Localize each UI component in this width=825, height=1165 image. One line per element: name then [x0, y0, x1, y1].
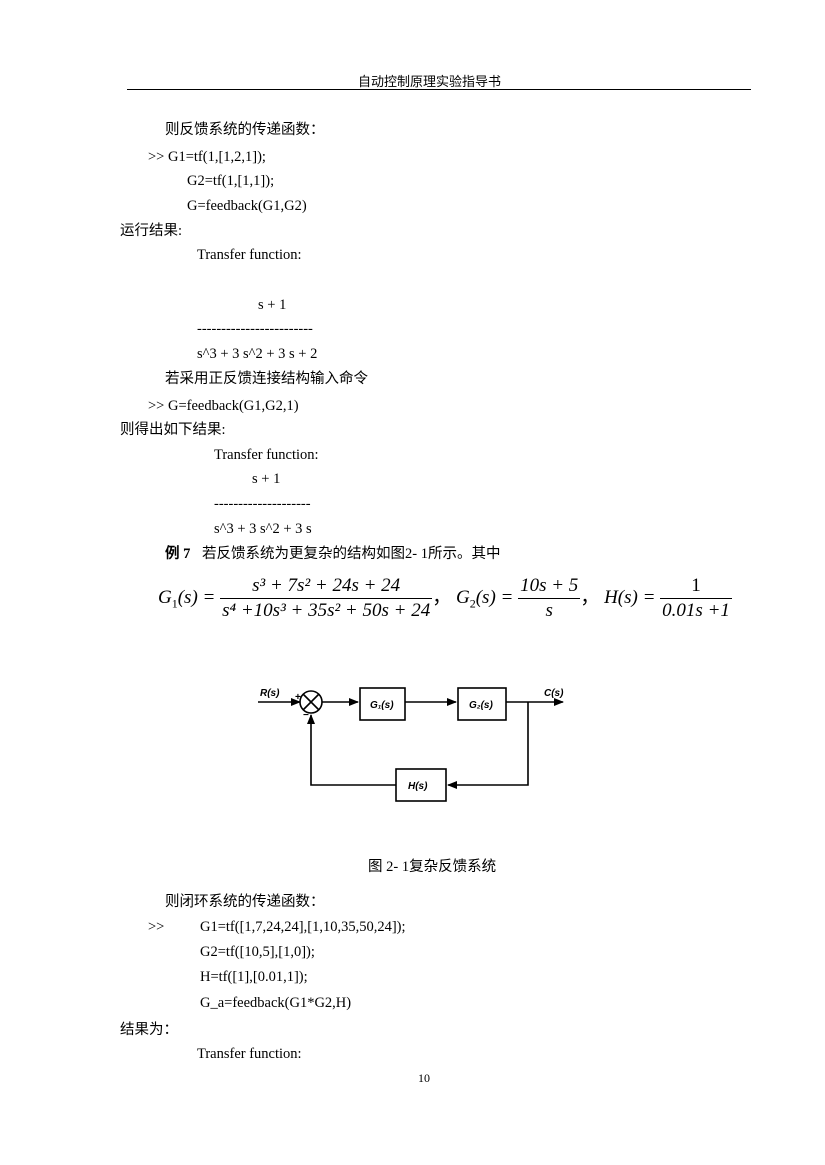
feedback-path-right — [447, 702, 529, 789]
feedback-path-left — [307, 714, 396, 786]
text-line: 运行结果: — [120, 223, 183, 239]
code-prompt: >> — [148, 919, 165, 935]
code-line: >> G1=tf(1,[1,2,1]); — [148, 149, 266, 165]
example-text: 若反馈系统为更复杂的结构如图2- 1所示。其中 — [202, 546, 501, 562]
text-line: 则得出如下结果: — [120, 422, 226, 438]
g1-fraction: s³ + 7s² + 24s + 24 s⁴ +10s³ + 35s² + 50… — [220, 575, 433, 622]
g1-numerator: s³ + 7s² + 24s + 24 — [252, 575, 401, 596]
output-numerator: s + 1 — [252, 471, 281, 487]
g2-arg: (s) = — [475, 586, 514, 608]
h-numerator: 1 — [691, 575, 701, 596]
g1-denominator: s⁴ +10s³ + 35s² + 50s + 24 — [220, 598, 433, 621]
g2-block — [457, 687, 507, 721]
g1-subscript: 1 — [171, 596, 178, 611]
output-line: Transfer function: — [214, 447, 319, 463]
g2-subscript: 2 — [469, 596, 476, 611]
summing-cross — [302, 693, 320, 711]
g2-label: G₂(s) — [469, 700, 493, 711]
code-line: G1=tf([1,7,24,24],[1,10,35,50,24]); — [200, 919, 406, 935]
text-line: 若采用正反馈连接结构输入命令 — [165, 371, 368, 387]
code-line: >> G=feedback(G1,G2,1) — [148, 398, 299, 414]
g1-block — [359, 687, 406, 721]
plus-sign: + — [295, 692, 301, 703]
header-rule — [127, 89, 751, 90]
minus-sign: − — [303, 710, 309, 721]
g2-fraction: 10s + 5 s — [518, 575, 581, 622]
code-line: G_a=feedback(G1*G2,H) — [200, 995, 352, 1011]
output-line: Transfer function: — [197, 1046, 302, 1062]
code-line: G2=tf([10,5],[1,0]); — [200, 944, 315, 960]
example-label: 例 7 — [165, 546, 191, 562]
block-diagram: R(s) C(s) G₁(s) G₂(s) H(s) + − — [258, 687, 564, 802]
code-line: G=feedback(G1,G2) — [187, 198, 307, 214]
running-header: 自动控制原理实验指导书 — [358, 74, 502, 89]
input-label: R(s) — [260, 688, 280, 699]
output-denominator: s^3 + 3 s^2 + 3 s — [214, 521, 312, 537]
separator: ， — [580, 586, 600, 608]
output-numerator: s + 1 — [258, 297, 287, 313]
g1-symbol: G — [158, 586, 172, 608]
text-line: 则闭环系统的传递函数： — [165, 894, 325, 910]
g2-symbol: G — [455, 586, 470, 608]
separator: ， — [432, 586, 452, 608]
transfer-function-equation: G1(s) = s³ + 7s² + 24s + 24 s⁴ +10s³ + 3… — [158, 575, 732, 622]
output-divider: -------------------- — [214, 496, 311, 512]
page-number: 10 — [418, 1071, 430, 1085]
h-fraction: 1 0.01s +1 — [660, 575, 732, 622]
h-denominator: 0.01s +1 — [660, 598, 732, 621]
g1-arg: (s) = — [177, 586, 216, 608]
g2-denominator: s — [518, 598, 581, 622]
text-line: 结果为： — [120, 1022, 178, 1038]
h-label: H(s) — [408, 781, 428, 792]
text-line: 则反馈系统的传递函数： — [165, 122, 325, 138]
example-line: 例 7 若反馈系统为更复杂的结构如图2- 1所示。其中 — [165, 545, 500, 563]
h-symbol: H(s) = — [604, 586, 656, 608]
code-line: H=tf([1],[0.01,1]); — [200, 969, 308, 985]
output-divider: ------------------------ — [197, 321, 313, 337]
output-line: Transfer function: — [197, 247, 302, 263]
g2-numerator: 10s + 5 — [520, 575, 579, 596]
output-label: C(s) — [544, 688, 564, 699]
output-denominator: s^3 + 3 s^2 + 3 s + 2 — [197, 346, 318, 362]
g1-label: G₁(s) — [370, 700, 394, 711]
figure-caption: 图 2- 1复杂反馈系统 — [368, 859, 497, 875]
code-line: G2=tf(1,[1,1]); — [187, 173, 275, 189]
